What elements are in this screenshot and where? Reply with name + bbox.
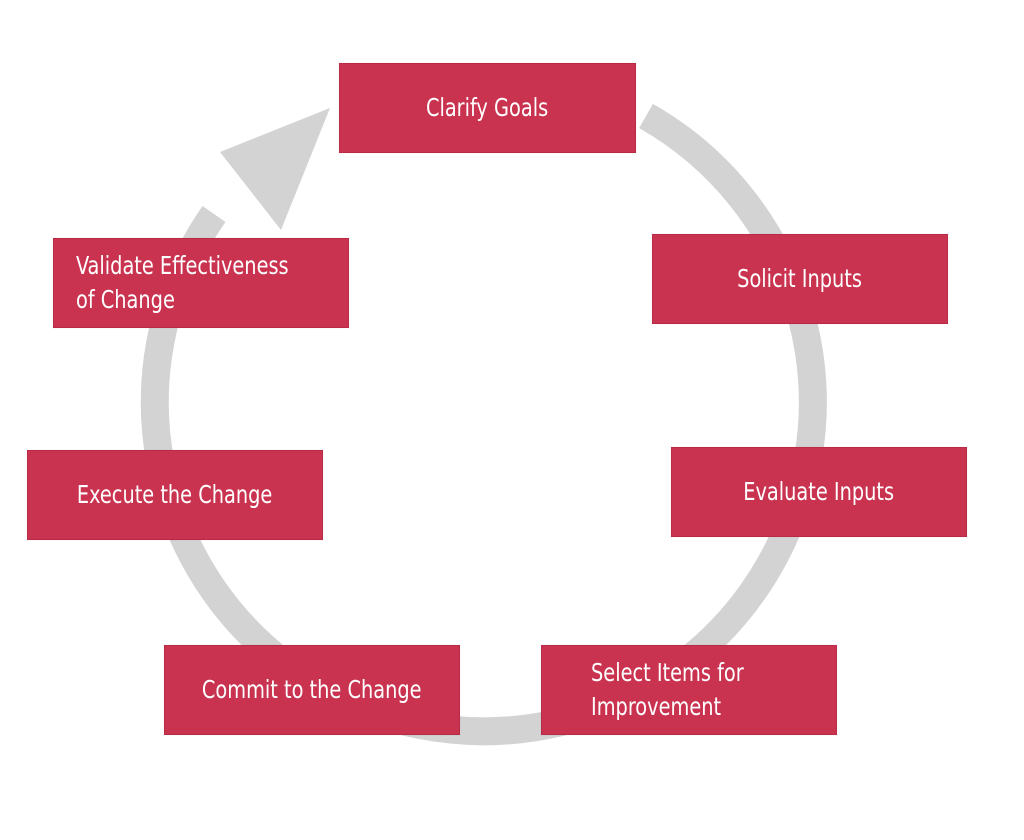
step-label: Validate Effectiveness of Change [76, 251, 289, 314]
step-label: Clarify Goals [426, 93, 549, 123]
step-validate-effectiveness-of-change: Validate Effectiveness of Change [53, 238, 349, 328]
step-label: Select Items for Improvement [591, 658, 744, 721]
cycle-ring-arc [140, 103, 827, 746]
step-label: Execute the Change [77, 480, 273, 510]
step-clarify-goals: Clarify Goals [339, 63, 636, 153]
cycle-ring [140, 103, 827, 746]
arrow-icon [220, 108, 330, 230]
step-label: Solicit Inputs [737, 264, 863, 294]
step-label: Commit to the Change [202, 675, 422, 705]
step-commit-to-the-change: Commit to the Change [164, 645, 460, 735]
step-evaluate-inputs: Evaluate Inputs [671, 447, 967, 537]
step-select-items-for-improvement: Select Items for Improvement [541, 645, 837, 735]
step-label: Evaluate Inputs [743, 477, 895, 507]
step-solicit-inputs: Solicit Inputs [652, 234, 948, 324]
step-execute-the-change: Execute the Change [27, 450, 323, 540]
